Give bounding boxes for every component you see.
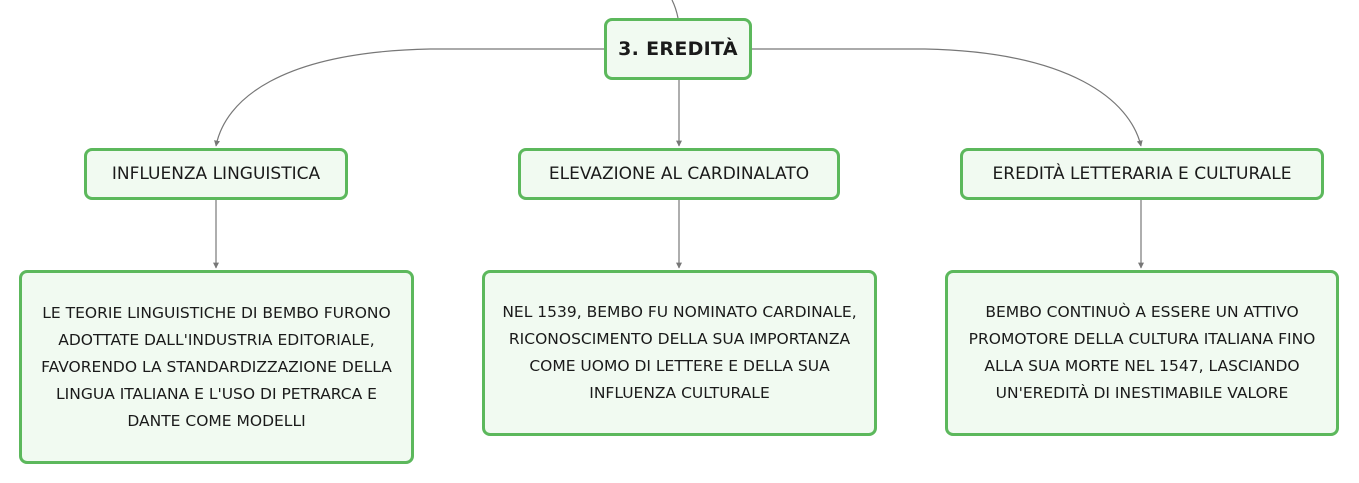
root-node[interactable]: 3. EREDITÀ	[604, 18, 752, 80]
topic-node-label: INFLUENZA LINGUISTICA	[111, 164, 321, 184]
topic-node-influenza-linguistica[interactable]: INFLUENZA LINGUISTICA	[84, 148, 348, 200]
topic-node-elevazione-cardinalato[interactable]: ELEVAZIONE AL CARDINALATO	[518, 148, 840, 200]
detail-node-eredita-letteraria[interactable]: BEMBO CONTINUÒ A ESSERE UN ATTIVO PROMOT…	[945, 270, 1339, 436]
topic-node-label: EREDITÀ LETTERARIA E CULTURALE	[992, 164, 1292, 184]
detail-node-text: BEMBO CONTINUÒ A ESSERE UN ATTIVO PROMOT…	[968, 303, 1316, 402]
detail-node-influenza-linguistica[interactable]: LE TEORIE LINGUISTICHE DI BEMBO FURONO A…	[19, 270, 414, 464]
detail-node-elevazione-cardinalato[interactable]: NEL 1539, BEMBO FU NOMINATO CARDINALE, R…	[482, 270, 877, 436]
topic-node-label: ELEVAZIONE AL CARDINALATO	[548, 164, 810, 184]
incoming-connector	[671, 0, 679, 19]
topic-node-eredita-letteraria[interactable]: EREDITÀ LETTERARIA E CULTURALE	[960, 148, 1324, 200]
detail-node-text: NEL 1539, BEMBO FU NOMINATO CARDINALE, R…	[502, 303, 857, 402]
connector-root-to-topic-1	[214, 48, 604, 147]
detail-node-text: LE TEORIE LINGUISTICHE DI BEMBO FURONO A…	[41, 303, 392, 430]
root-node-label: 3. EREDITÀ	[618, 38, 738, 60]
connector-root-to-topic-3	[752, 48, 1143, 147]
